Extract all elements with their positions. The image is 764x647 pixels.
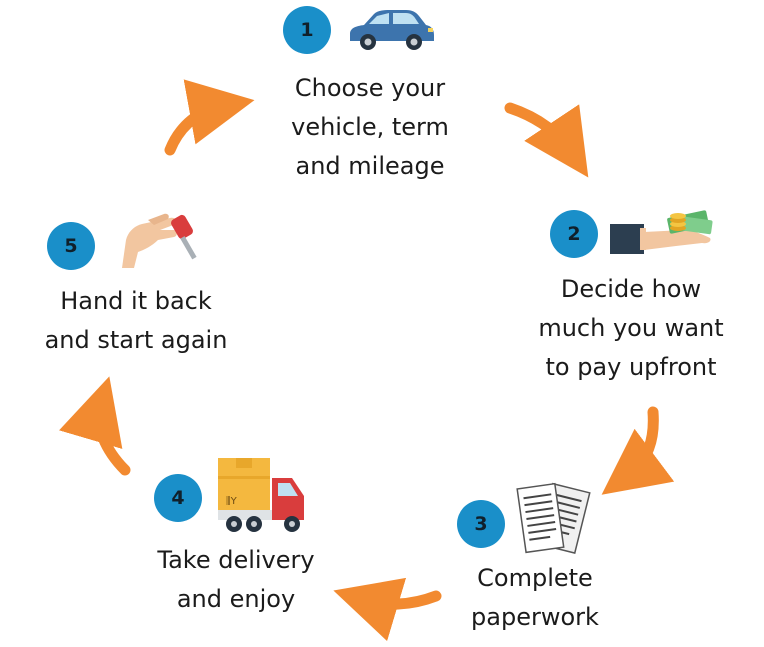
step-label: Complete paperwork	[471, 564, 599, 631]
step-label: Choose your vehicle, term and mileage	[291, 74, 449, 180]
step-label: Take delivery and enjoy	[157, 546, 315, 613]
step-number-badge: 5	[47, 222, 95, 270]
step-label: Decide how much you want to pay upfront	[538, 275, 724, 381]
svg-text:⫼Y: ⫼Y	[226, 496, 238, 507]
delivery-truck-icon: ⫼Y	[218, 458, 304, 532]
arrow-1-to-2	[504, 102, 589, 178]
step-number-badge: 1	[283, 6, 331, 54]
car-icon	[350, 10, 434, 50]
arrow-4-to-5	[59, 376, 131, 476]
step-number-badge: 4	[154, 474, 202, 522]
step-number-badge: 2	[550, 210, 598, 258]
hand-key-icon	[122, 213, 197, 268]
arrow-3-to-4	[333, 577, 442, 642]
step-label: Hand it back and start again	[44, 287, 228, 354]
money-hand-icon	[610, 210, 713, 254]
documents-icon	[516, 482, 591, 554]
arrow-2-to-3	[601, 406, 675, 495]
arrow-5-to-1	[164, 79, 255, 156]
step-number-badge: 3	[457, 500, 505, 548]
